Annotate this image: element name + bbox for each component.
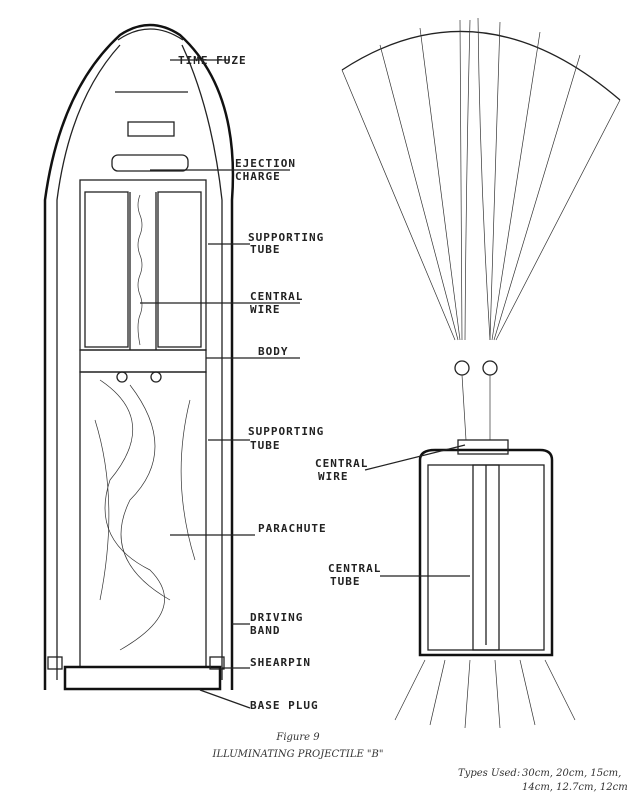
projectile-section [43,23,235,691]
types-used-line2: 14cm, 12.7cm, 12cm [522,782,628,793]
label-time-fuze: TIME FUZE [178,54,247,67]
shearpin [47,656,63,670]
label-ejection-charge-1: EJECTION [235,157,296,170]
label-supporting-tube-1b: TUBE [250,243,281,256]
label-central-wire-r2: WIRE [318,470,349,483]
label-ejection-charge-2: CHARGE [235,170,281,183]
figure-title: ILLUMINATING PROJECTILE "B" [212,749,384,760]
types-used-line1: 30cm, 20cm, 15cm, [522,768,621,779]
label-central-wire-1: CENTRAL [250,290,303,303]
label-supporting-tube-2b: TUBE [250,439,281,452]
label-driving-band-1: DRIVING [250,611,303,624]
label-central-wire-2: WIRE [250,303,281,316]
label-supporting-tube-2a: SUPPORTING [248,425,324,438]
fuze-mechanism [127,121,175,137]
label-base-plug: BASE PLUG [250,699,319,712]
label-shearpin: SHEARPIN [250,656,311,669]
ejection-charge [111,154,189,172]
deployed-parachute [341,17,621,729]
label-supporting-tube-1a: SUPPORTING [248,231,324,244]
label-central-tube-2: TUBE [330,575,361,588]
leader-lines [140,59,300,709]
label-central-tube-1: CENTRAL [328,562,381,575]
figure-number: Figure 9 [275,732,320,743]
label-body: BODY [258,345,289,358]
base-plug [63,665,222,691]
label-driving-band-2: BAND [250,624,281,637]
label-central-wire-r1: CENTRAL [315,457,368,470]
types-used-label: Types Used: [458,768,520,779]
label-parachute: PARACHUTE [258,522,327,535]
